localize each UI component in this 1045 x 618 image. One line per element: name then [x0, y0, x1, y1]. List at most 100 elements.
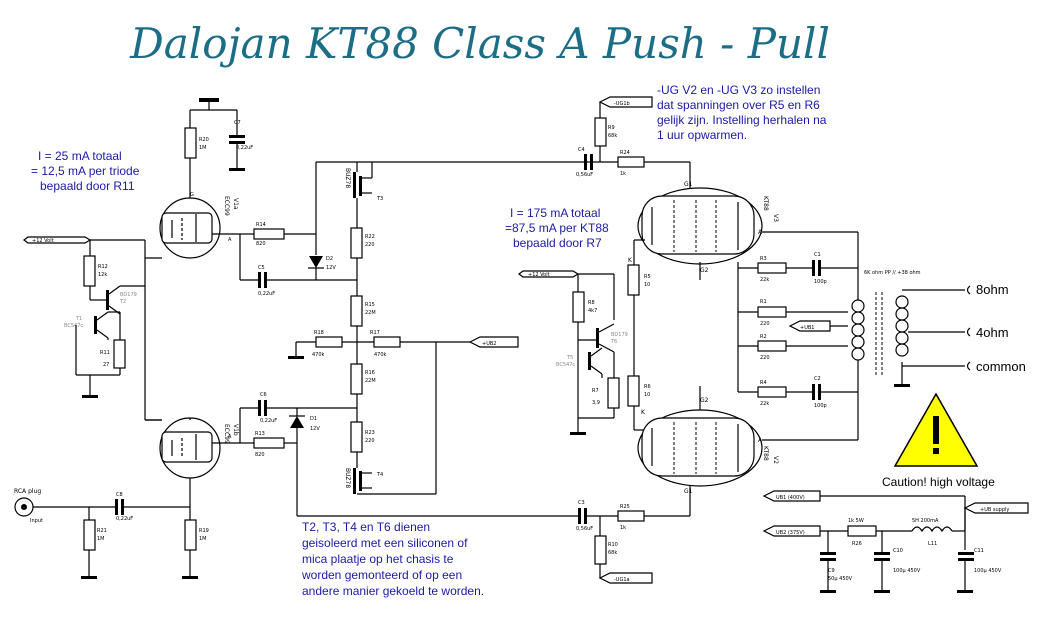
svg-text:BC547c: BC547c — [556, 362, 575, 368]
svg-text:T5: T5 — [566, 355, 573, 361]
resistor-r18: R18 470k — [312, 330, 343, 358]
resistor-r19: R19 1M — [184, 519, 209, 551]
rail-label-ub1-400: UB1 (400V) — [762, 490, 821, 502]
svg-text:1M: 1M — [97, 536, 105, 542]
svg-text:A: A — [758, 229, 763, 236]
svg-text:=87,5 mA per KT88: =87,5 mA per KT88 — [505, 221, 609, 235]
ground-symbol — [182, 576, 198, 579]
svg-text:C9: C9 — [828, 568, 835, 574]
inductor-l11: 5H 200mA L11 — [911, 518, 953, 547]
capacitor-c7: C7 0,22uF — [229, 120, 253, 168]
resistor-r26: 1k 5W R26 — [847, 518, 877, 547]
resistor-r15: R15 22M — [350, 295, 376, 327]
svg-text:1k: 1k — [620, 525, 626, 531]
transistor-t1: T1 BC547c — [64, 311, 109, 339]
svg-text:10: 10 — [644, 282, 650, 288]
rail-label-ub2-375: UB2 (375V) — [762, 525, 821, 537]
svg-text:R20: R20 — [199, 137, 209, 143]
svg-text:R13: R13 — [255, 431, 265, 437]
svg-text:ECC99: ECC99 — [223, 196, 230, 216]
rail-label-12v-right: +12 Volt — [518, 270, 580, 278]
mosfet-t4: BUZ78 T4 — [344, 468, 383, 494]
resistor-r13: R13 820 — [253, 431, 285, 458]
svg-text:4ohm: 4ohm — [976, 325, 1009, 340]
svg-text:L11: L11 — [928, 541, 937, 547]
svg-text:R19: R19 — [199, 528, 209, 534]
svg-text:T2, T3, T4 en T6 dienen: T2, T3, T4 en T6 dienen — [302, 520, 430, 534]
svg-text:1k 5W: 1k 5W — [848, 518, 864, 524]
svg-text:R11: R11 — [100, 350, 110, 356]
svg-text:G1: G1 — [684, 488, 693, 495]
svg-text:6K ohm PP // +38 ohm: 6K ohm PP // +38 ohm — [864, 270, 921, 276]
capacitor-c2: C2 100p — [812, 376, 827, 409]
svg-text:-UG V2 en -UG V3 zo instellen: -UG V2 en -UG V3 zo instellen — [657, 83, 820, 97]
svg-text:8ohm: 8ohm — [976, 282, 1009, 297]
svg-text:1 uur opwarmen.: 1 uur opwarmen. — [657, 128, 747, 142]
resistor-r10: R10 68k — [594, 535, 618, 565]
transistor-t6: BD179 T6 — [596, 323, 628, 353]
svg-text:T1: T1 — [75, 316, 82, 322]
svg-text:RCA plug: RCA plug — [14, 488, 41, 495]
rail-label-ub-supply: +UB supply — [963, 502, 1029, 514]
svg-text:R24: R24 — [620, 150, 630, 156]
svg-text:R22: R22 — [365, 234, 375, 240]
ground-symbol — [288, 356, 304, 359]
ground-symbol — [894, 384, 910, 387]
svg-text:R25: R25 — [620, 504, 630, 510]
svg-text:R23: R23 — [365, 430, 375, 436]
output-terminal-4ohm: 4ohm — [966, 325, 1009, 340]
resistor-r23: R23 220 — [350, 421, 375, 453]
svg-text:BD179: BD179 — [120, 292, 137, 298]
resistor-r8: R8 4k7 — [572, 291, 597, 323]
ground-symbol — [229, 168, 245, 171]
svg-text:-UG1a: -UG1a — [614, 577, 630, 583]
rail-label-ub2: +UB2 — [468, 336, 519, 348]
note-kt88-current: I = 175 mA totaal =87,5 mA per KT88 bepa… — [505, 206, 609, 250]
svg-text:0,22uF: 0,22uF — [260, 418, 277, 424]
svg-text:100µ 450V: 100µ 450V — [974, 568, 1002, 574]
capacitor-c1: C1 100p — [812, 252, 827, 285]
svg-text:12V: 12V — [326, 265, 336, 271]
svg-text:bepaald door R7: bepaald door R7 — [513, 236, 602, 250]
svg-text:C6: C6 — [260, 392, 267, 398]
svg-text:C3: C3 — [578, 500, 585, 506]
svg-text:C2: C2 — [814, 376, 821, 382]
resistor-r22: R22 220 — [350, 227, 375, 259]
capacitor-c4: C4 0,56uF — [576, 147, 593, 178]
capacitor-c6: C6 0,22uF — [258, 392, 277, 424]
svg-text:T6: T6 — [610, 339, 617, 345]
svg-text:0,22uF: 0,22uF — [236, 145, 253, 151]
svg-text:C4: C4 — [578, 147, 585, 153]
svg-text:V1b: V1b — [232, 424, 239, 436]
svg-text:0,22uF: 0,22uF — [116, 516, 133, 522]
svg-text:+UB1: +UB1 — [800, 325, 814, 331]
resistor-r3: R3 22k — [757, 256, 787, 283]
svg-text:G2: G2 — [700, 397, 709, 404]
output-terminal-common: common — [966, 359, 1026, 374]
capacitor-c8: C8 0,22uF — [115, 492, 133, 522]
svg-text:470k: 470k — [312, 352, 325, 358]
svg-text:220: 220 — [760, 355, 770, 361]
resistor-r20: R20 1M — [184, 127, 209, 159]
resistor-r25: R25 1k — [617, 504, 645, 531]
ground-symbol — [81, 576, 97, 579]
schematic-title: Dalojan KT88 Class A Push - Pull — [129, 19, 830, 68]
svg-text:12k: 12k — [98, 272, 107, 278]
svg-text:100p: 100p — [814, 279, 827, 285]
svg-text:KT88: KT88 — [762, 446, 769, 461]
svg-text:R18: R18 — [314, 330, 324, 336]
svg-text:common: common — [976, 359, 1026, 374]
svg-text:R26: R26 — [852, 541, 862, 547]
svg-text:68k: 68k — [608, 550, 617, 556]
capacitor-c9: C9 50µ 450V — [820, 552, 853, 582]
zener-d2: D2 12V — [308, 256, 336, 271]
svg-text:I = 175 mA totaal: I = 175 mA totaal — [510, 206, 600, 220]
rail-label-12v-left: +12 Volt — [23, 236, 92, 244]
svg-text:C11: C11 — [974, 548, 984, 554]
svg-text:G: G — [190, 192, 194, 198]
resistor-r12: R12 12k — [83, 255, 108, 287]
svg-text:470k: 470k — [374, 352, 387, 358]
svg-text:50µ 450V: 50µ 450V — [828, 576, 853, 582]
svg-text:+UB supply: +UB supply — [980, 507, 1009, 513]
svg-text:+UB2: +UB2 — [482, 341, 496, 347]
